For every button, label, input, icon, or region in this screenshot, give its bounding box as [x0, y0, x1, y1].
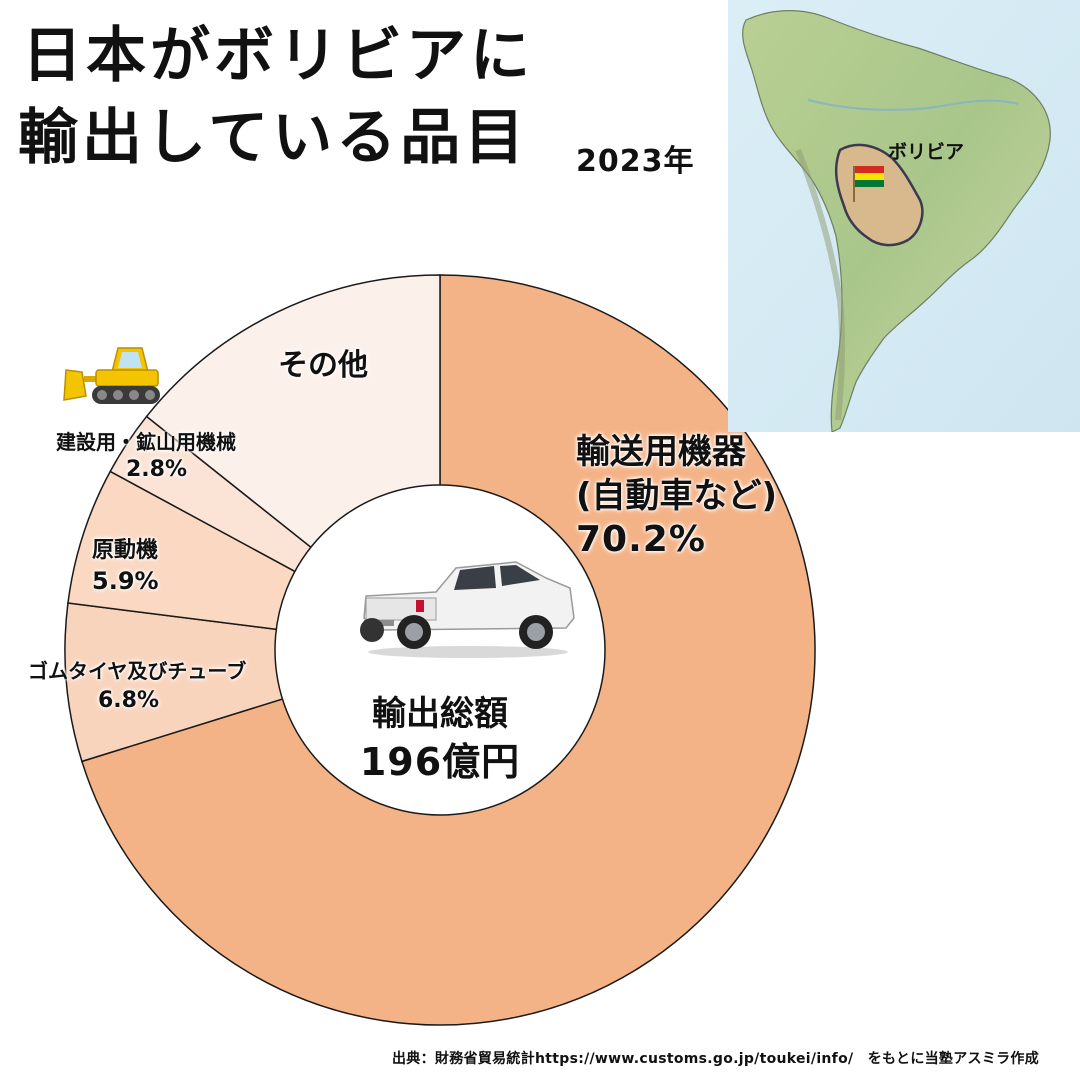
total-export-label: 輸出総額	[372, 694, 508, 734]
amazon-river	[807, 99, 1019, 111]
bolivia-flag-icon	[853, 166, 884, 202]
andes-ridge	[795, 148, 846, 421]
slice-name-engine: 原動機	[92, 538, 159, 563]
pickup-truck-icon	[360, 561, 575, 658]
slice-name-tire: ゴムタイヤ及びチューブ	[28, 659, 247, 683]
total-export-value: 196億円	[359, 740, 521, 784]
slice-name-construction: 建設用・鉱山用機械	[56, 430, 236, 454]
slice-label-engine: 原動機 5.9%	[92, 536, 159, 596]
slice-label-tire: ゴムタイヤ及びチューブ 6.8%	[28, 656, 246, 716]
slice-pct-construction: 2.8%	[126, 457, 188, 482]
slice-pct-engine: 5.9%	[92, 567, 159, 595]
source-note: 出典：財務省貿易統計https://www.customs.go.jp/touk…	[392, 1051, 1040, 1067]
year-label: 2023年	[576, 144, 695, 179]
slice-name-other: その他	[278, 348, 368, 383]
slice-label-other: その他	[278, 340, 368, 384]
slice-pct-tire: 6.8%	[98, 688, 160, 713]
map-label-bolivia: ボリビア	[888, 141, 964, 163]
page-title-line-2: 輸出している品目	[18, 103, 529, 173]
slice-label-transport: 輸送用機器 (自動車など) 70.2%	[576, 430, 777, 562]
slice-name-transport: 輸送用機器	[576, 432, 746, 472]
slice-label-construction: 建設用・鉱山用機械 2.8%	[56, 428, 236, 484]
donut-center-label: 輸出総額 196億円	[340, 690, 540, 786]
south-america-map: ボリビア	[728, 0, 1080, 432]
slice-pct-transport: 70.2%	[576, 519, 706, 560]
slice-name2-transport: (自動車など)	[576, 476, 778, 516]
bulldozer-icon	[63, 347, 160, 404]
page-title-line-1: 日本がボリビアに	[22, 21, 534, 91]
